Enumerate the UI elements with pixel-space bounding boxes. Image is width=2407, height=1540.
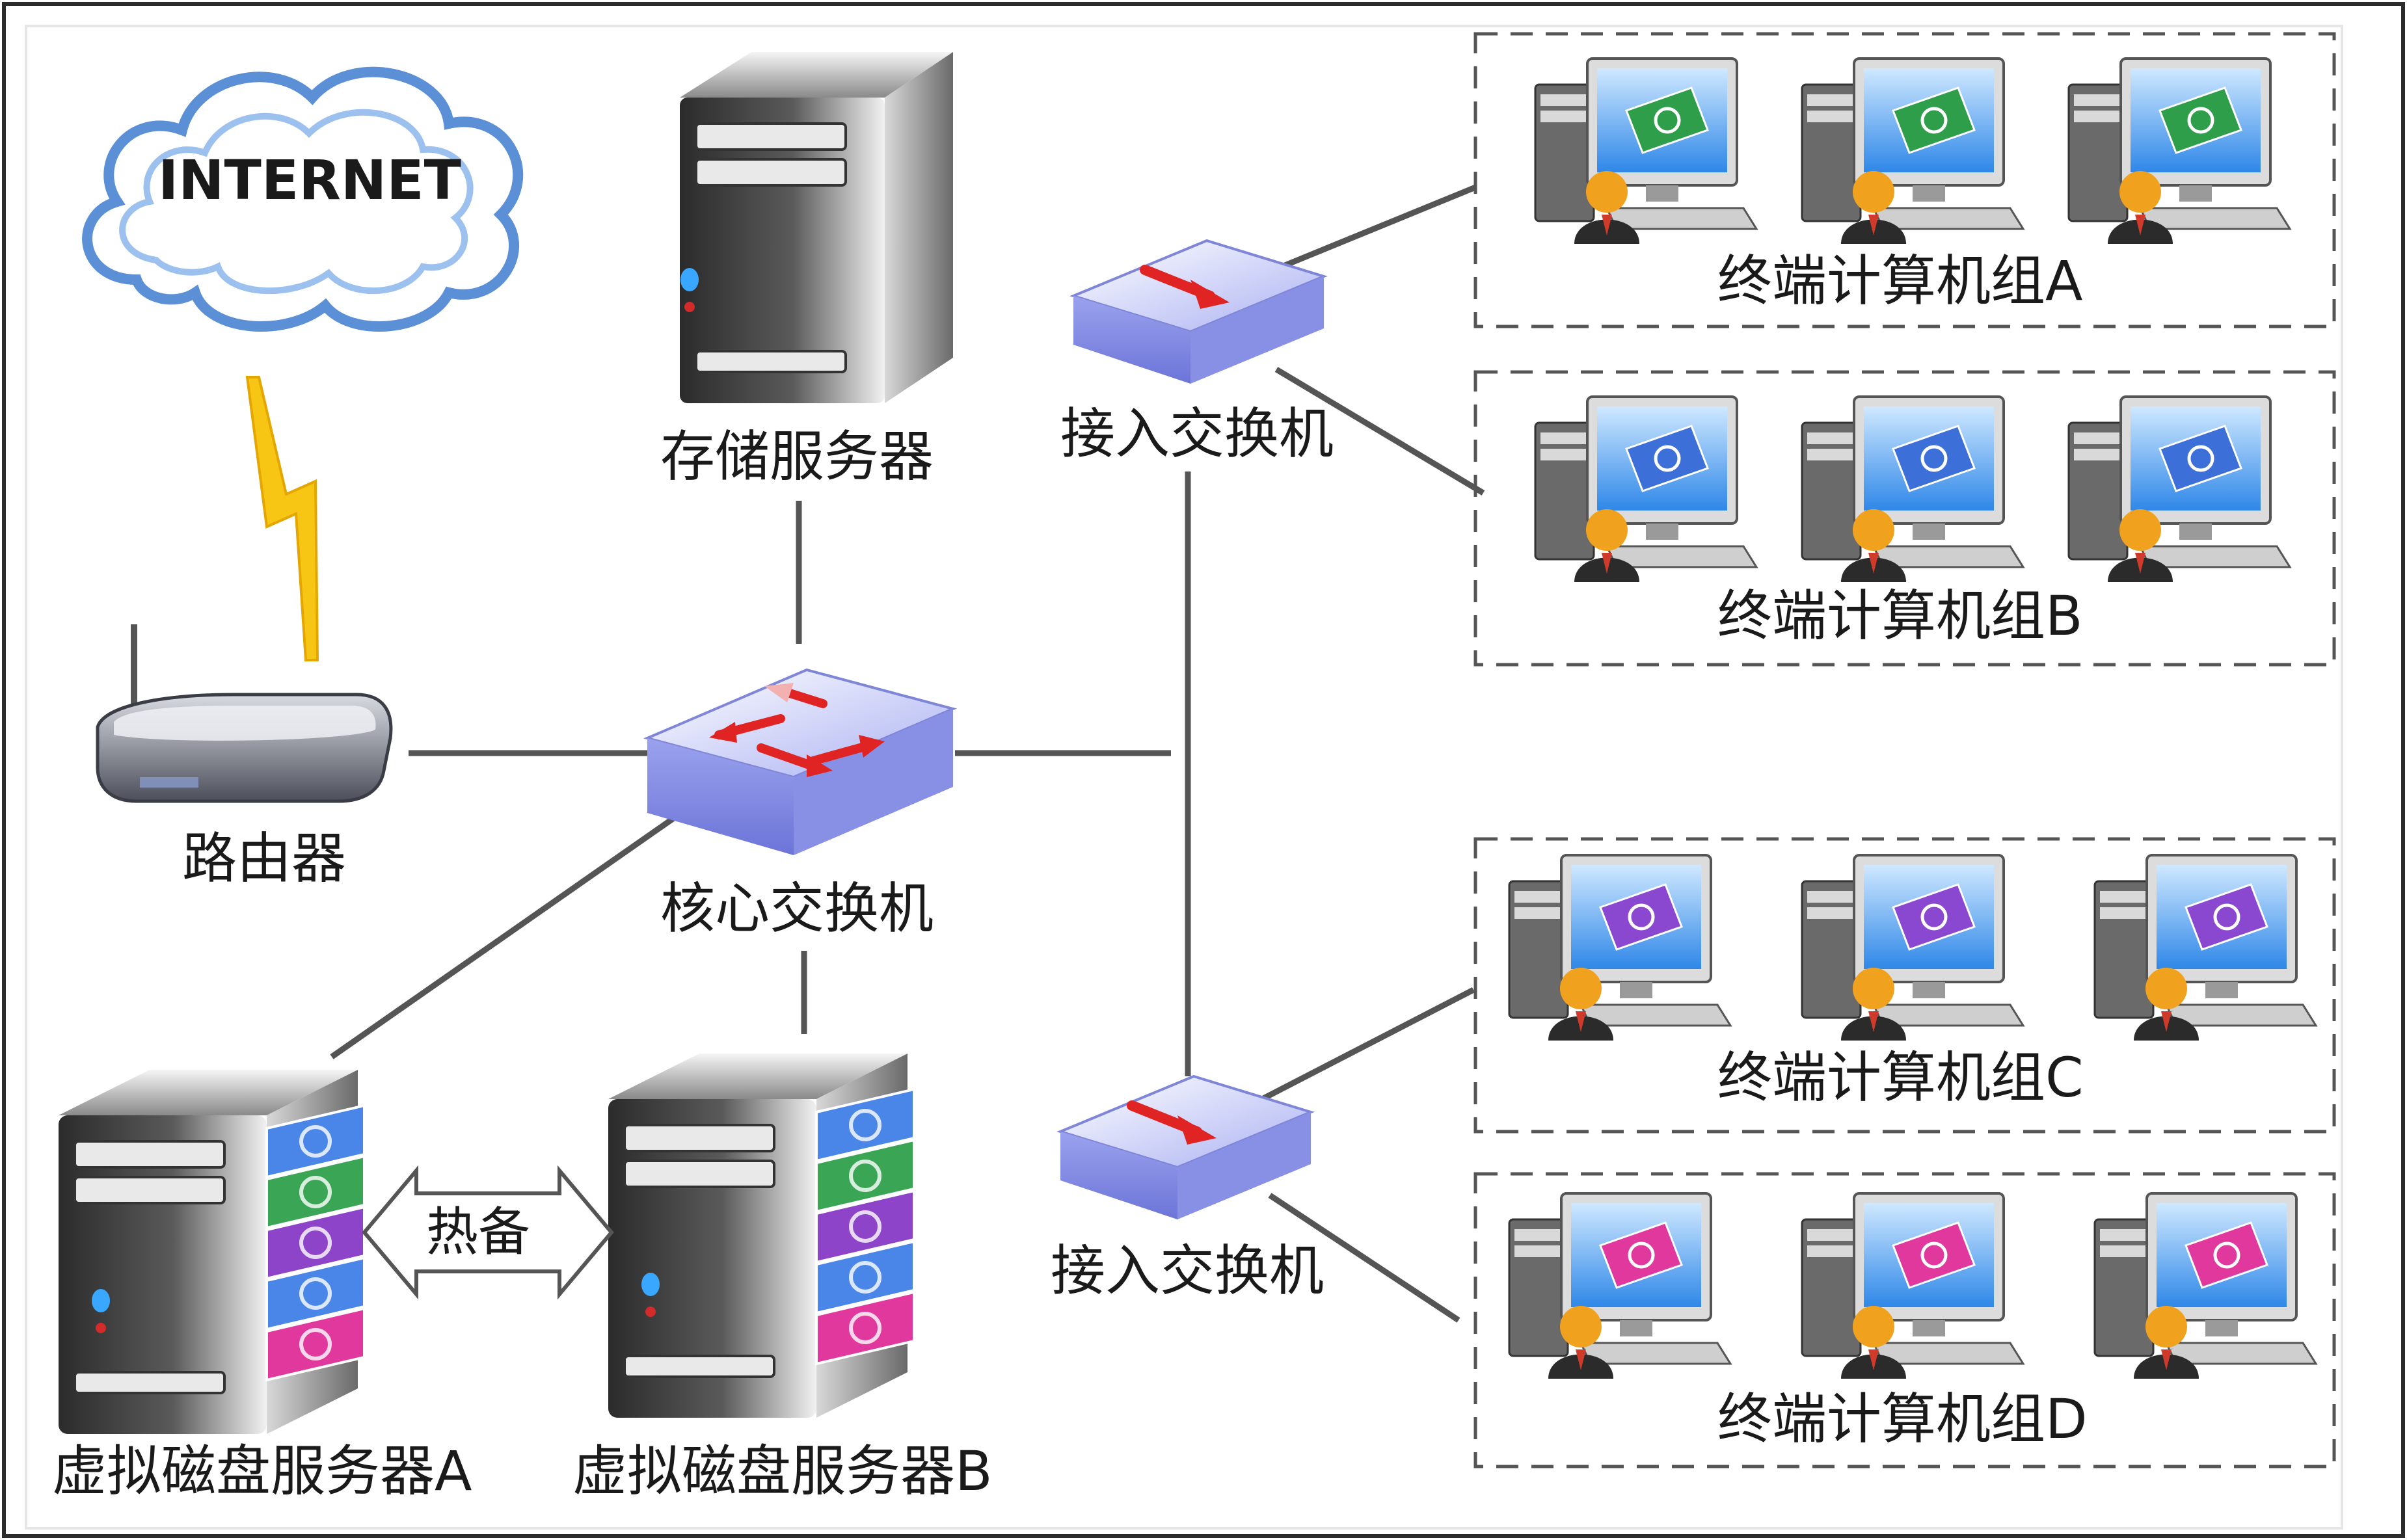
disk-1-icon bbox=[815, 1087, 915, 1163]
disk-3-icon bbox=[815, 1189, 915, 1264]
vdisk-server-a-icon bbox=[59, 1070, 366, 1434]
storage-server-icon bbox=[680, 52, 953, 403]
terminal-computer-icon bbox=[1508, 1192, 1732, 1379]
disk-3-icon bbox=[265, 1205, 366, 1281]
access-switch-b-icon bbox=[1056, 1074, 1315, 1219]
terminal-group-c-label: 终端计算机组C bbox=[1717, 1046, 2084, 1109]
disk-4-icon bbox=[815, 1240, 915, 1315]
core-switch-icon bbox=[643, 668, 958, 855]
internet-label: INTERNET bbox=[158, 148, 461, 212]
link-accessB-groupC bbox=[1260, 987, 1475, 1102]
internet-cloud-icon bbox=[82, 66, 524, 332]
access-switch-b-label: 接入交换机 bbox=[1051, 1239, 1325, 1303]
diagram-inner-border bbox=[25, 25, 2343, 1530]
terminal-computer-icon bbox=[2067, 395, 2292, 582]
disk-1-icon bbox=[265, 1104, 366, 1179]
router-label: 路由器 bbox=[182, 827, 347, 890]
disk-4-icon bbox=[265, 1256, 366, 1331]
connections bbox=[330, 184, 1485, 1323]
terminal-group-boxes bbox=[1473, 32, 2336, 1468]
group-box-b bbox=[1473, 370, 2336, 667]
terminal-computer-icon bbox=[1801, 1192, 2025, 1379]
storage-server-label: 存储服务器 bbox=[660, 425, 934, 488]
router-icon bbox=[96, 624, 393, 803]
terminal-computers bbox=[1508, 57, 2318, 1379]
group-box-d bbox=[1473, 1172, 2336, 1468]
link-accessB-groupD bbox=[1268, 1193, 1460, 1323]
lightning-icon bbox=[245, 376, 319, 661]
access-switch-a-label: 接入交换机 bbox=[1060, 402, 1334, 466]
terminal-computer-icon bbox=[2093, 854, 2318, 1041]
terminal-computer-icon bbox=[2093, 1192, 2318, 1379]
link-accessA-groupA bbox=[1284, 184, 1477, 269]
terminal-computer-icon bbox=[1534, 57, 1758, 244]
group-box-a bbox=[1473, 32, 2336, 328]
link-accessA-groupB bbox=[1274, 367, 1485, 496]
terminal-computer-icon bbox=[1801, 395, 2025, 582]
link-core-vdiskA bbox=[330, 814, 679, 1059]
terminal-computer-icon bbox=[1508, 854, 1732, 1041]
terminal-computer-icon bbox=[1801, 854, 2025, 1041]
vdisk-server-a-label: 虚拟磁盘服务器A bbox=[52, 1439, 472, 1503]
terminal-group-d-label: 终端计算机组D bbox=[1717, 1387, 2088, 1451]
disk-5-icon bbox=[815, 1290, 915, 1366]
terminal-computer-icon bbox=[2067, 57, 2292, 244]
access-switch-a-icon bbox=[1069, 239, 1328, 384]
terminal-computer-icon bbox=[1801, 57, 2025, 244]
disk-2-icon bbox=[815, 1138, 915, 1214]
terminal-group-a-label: 终端计算机组A bbox=[1717, 249, 2083, 313]
disk-5-icon bbox=[265, 1307, 366, 1382]
group-box-c bbox=[1473, 837, 2336, 1134]
hot-backup-label: 热备 bbox=[426, 1202, 530, 1262]
terminal-computer-icon bbox=[1534, 395, 1758, 582]
disk-2-icon bbox=[265, 1154, 366, 1230]
core-switch-label: 核心交换机 bbox=[660, 877, 934, 940]
vdisk-server-b-icon bbox=[608, 1054, 915, 1418]
hot-backup-arrow-icon bbox=[362, 1165, 614, 1300]
terminal-group-b-label: 终端计算机组B bbox=[1717, 584, 2083, 648]
vdisk-server-b-label: 虚拟磁盘服务器B bbox=[572, 1439, 993, 1503]
